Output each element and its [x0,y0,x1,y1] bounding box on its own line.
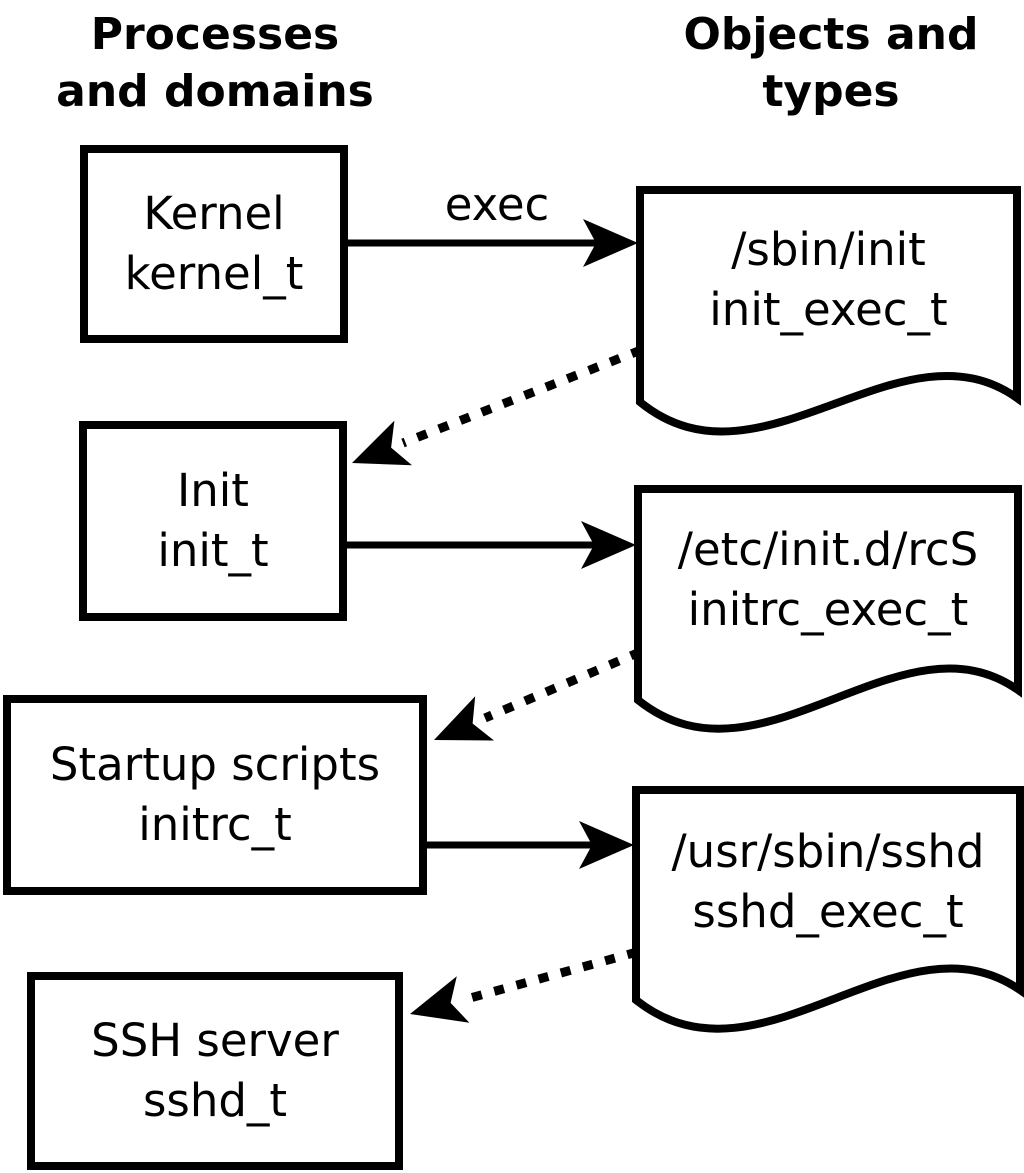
object-type: sshd_exec_t [692,885,964,938]
document-shape-initrc-exec [634,485,1022,733]
header-line: and domains [56,66,374,117]
process-domain-type: sshd_t [142,1074,288,1127]
process-name: Kernel [143,187,285,240]
header-line: types [762,66,900,117]
arrowhead-icon [581,521,636,569]
arrowhead-icon [352,420,412,466]
document-shape-init-exec [636,186,1021,436]
document-shape-sshd-exec [632,786,1024,1033]
process-domain-type: init_t [157,524,269,577]
object-label-sshd-exec: /usr/sbin/sshd sshd_exec_t [636,822,1020,942]
edge-label-exec: exec [444,178,550,231]
header-line: Processes [90,9,340,60]
object-path: /usr/sbin/sshd [671,825,985,878]
object-type: initrc_exec_t [687,583,969,636]
column-header-objects: Objects and types [661,6,1001,120]
process-box-init: Init init_t [79,421,347,621]
process-name: Startup scripts [49,738,381,791]
object-label-init-exec: /sbin/init init_exec_t [640,220,1017,340]
process-domain-type: kernel_t [124,247,304,300]
process-domain-type: initrc_t [138,798,292,851]
object-label-initrc-exec: /etc/init.d/rcS initrc_exec_t [638,520,1018,640]
transition-arrow-initrc-exec-to-initrc [483,647,642,723]
column-header-processes: Processes and domains [30,6,400,120]
object-path: /etc/init.d/rcS [677,523,979,576]
arrowhead-icon [410,976,470,1023]
process-name: Init [177,464,249,517]
arrowhead-icon [583,219,638,267]
arrowhead-icon [434,696,494,741]
process-box-ssh-server: SSH server sshd_t [27,972,403,1170]
transition-arrow-init-exec-to-init [401,345,643,448]
process-box-kernel: Kernel kernel_t [80,145,348,343]
process-box-startup-scripts: Startup scripts initrc_t [3,695,427,895]
object-path: /sbin/init [731,223,926,276]
object-type: init_exec_t [709,283,948,336]
header-line: Objects and [683,9,979,60]
transition-arrow-sshd-exec-to-sshd [461,947,639,1005]
arrowhead-icon [579,821,634,869]
process-name: SSH server [91,1014,339,1067]
